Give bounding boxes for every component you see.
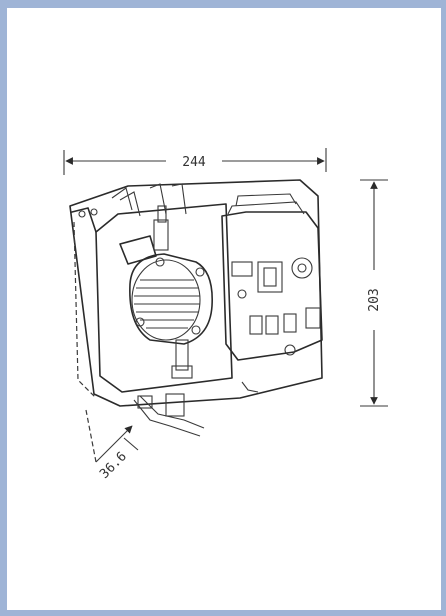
depth-label: 36.6 — [97, 449, 130, 482]
selector-switch — [257, 261, 283, 293]
depth-dimension: 36.6 — [85, 409, 139, 482]
display-digit-2 — [265, 315, 279, 335]
indicator-window — [231, 261, 253, 277]
cable-gland — [284, 344, 296, 356]
pump-head — [119, 205, 213, 379]
display-digit-3 — [283, 313, 297, 333]
width-dimension: 244 — [63, 148, 327, 175]
width-label: 244 — [182, 155, 206, 170]
adjustment-knob — [291, 257, 313, 279]
height-label: 203 — [367, 288, 382, 311]
height-dimension: 203 — [360, 179, 388, 407]
display-digit-1 — [249, 315, 263, 335]
push-button — [305, 307, 321, 329]
control-box — [221, 193, 323, 361]
pump-body — [69, 179, 323, 437]
